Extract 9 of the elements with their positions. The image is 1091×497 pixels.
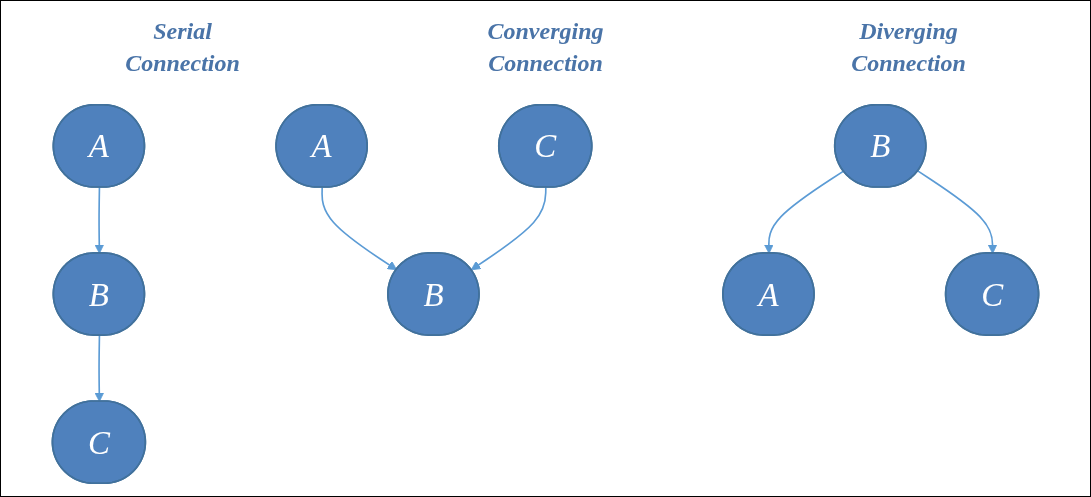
heading: Converging Connection	[486, 17, 605, 78]
arrow	[321, 186, 398, 271]
heading: Serial Connection	[124, 17, 241, 78]
arrow	[917, 170, 998, 254]
heading: Diverging Connection	[850, 17, 967, 78]
arrow	[470, 186, 547, 271]
arrow	[94, 186, 105, 254]
arrow	[764, 170, 845, 254]
arrow	[94, 334, 105, 402]
